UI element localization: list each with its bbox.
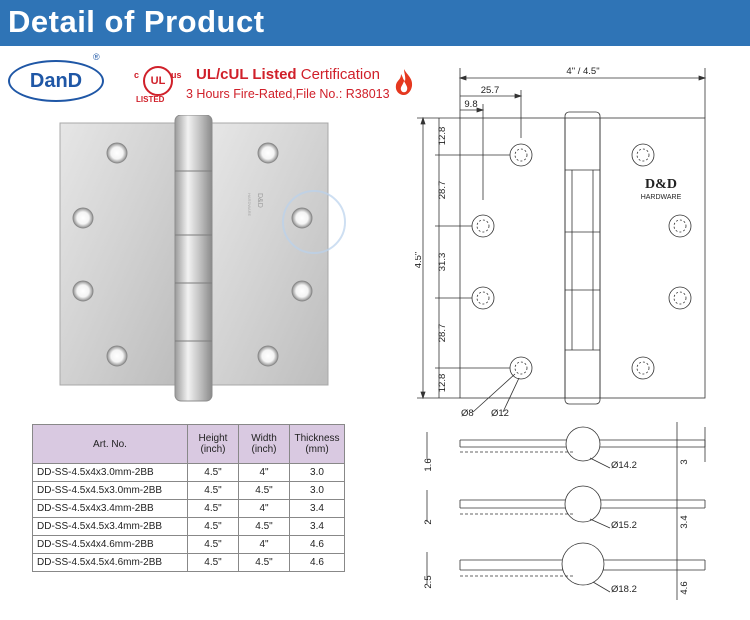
- cell-art-no: DD-SS-4.5x4.5x3.4mm-2BB: [32, 517, 188, 536]
- header-height-line2: (inch): [200, 444, 226, 455]
- table-header-row: Art. No. Height (inch) Width (inch) Thic…: [32, 424, 345, 464]
- brand-logo: DanD: [8, 60, 104, 102]
- cell-thickness: 4.6: [289, 553, 345, 572]
- page-title: Detail of Product: [8, 4, 265, 39]
- cell-thickness: 3.4: [289, 517, 345, 536]
- cell-art-no: DD-SS-4.5x4x4.6mm-2BB: [32, 535, 188, 554]
- technical-drawing: 4" / 4.5" 25.7 9.8 4.5" 12.8 28.7 31.3 2…: [415, 66, 707, 600]
- section-1-total: 3: [679, 459, 690, 464]
- fire-rating-text: 3 Hours Fire-Rated,File No.: R38013: [186, 87, 390, 101]
- header-width-line1: Width: [251, 433, 277, 444]
- cell-art-no: DD-SS-4.5x4x3.4mm-2BB: [32, 499, 188, 518]
- registered-mark: ®: [93, 52, 100, 62]
- cell-width: 4.5": [238, 481, 290, 500]
- flame-icon: [395, 69, 413, 95]
- cell-width: 4.5": [238, 517, 290, 536]
- table-row: DD-SS-4.5x4.5x4.6mm-2BB 4.5" 4.5" 4.6: [32, 553, 345, 572]
- hole-small-label: Ø8: [461, 408, 474, 419]
- section-2-thickness: 2: [423, 519, 434, 524]
- table-row: DD-SS-4.5x4.5x3.0mm-2BB 4.5" 4.5" 3.0: [32, 481, 345, 500]
- dim-31-3-label: 31.3: [437, 253, 448, 272]
- header-thickness-line1: Thickness: [294, 433, 340, 444]
- hole-large-label: Ø12: [491, 408, 509, 419]
- dim-28-7-a-label: 28.7: [437, 181, 448, 200]
- cell-thickness: 4.6: [289, 535, 345, 554]
- dim-28-7-b-label: 28.7: [437, 324, 448, 343]
- cell-art-no: DD-SS-4.5x4x3.0mm-2BB: [32, 463, 188, 482]
- header-width-line2: (inch): [251, 444, 277, 455]
- table-row: DD-SS-4.5x4.5x3.4mm-2BB 4.5" 4.5" 3.4: [32, 517, 345, 536]
- section-3-total: 4.6: [679, 581, 690, 594]
- table-row: DD-SS-4.5x4x3.4mm-2BB 4.5" 4" 3.4: [32, 499, 345, 518]
- ul-mark-c: c: [134, 70, 140, 80]
- header-thickness: Thickness (mm): [289, 424, 345, 464]
- cell-thickness: 3.0: [289, 463, 345, 482]
- certification-label: Certification: [300, 66, 380, 83]
- cell-height: 4.5": [187, 553, 239, 572]
- plate-sub-label: HARDWARE: [641, 194, 682, 201]
- brand-logo-text: DanD: [29, 69, 83, 92]
- header-art-no: Art. No.: [32, 424, 188, 464]
- dim-12-8-bottom-label: 12.8: [437, 374, 448, 393]
- specification-table: Art. No. Height (inch) Width (inch) Thic…: [32, 424, 345, 572]
- hinge-engraving-sub: HARDWARE: [247, 193, 252, 217]
- section-2-knuckle: Ø15.2: [611, 520, 637, 531]
- table-row: DD-SS-4.5x4x4.6mm-2BB 4.5" 4" 4.6: [32, 535, 345, 554]
- dim-width-label: 4" / 4.5": [566, 66, 599, 77]
- dim-12-8-top-label: 12.8: [437, 127, 448, 146]
- section-3-knuckle: Ø18.2: [611, 584, 637, 595]
- plate-brand-label: D&D: [645, 177, 677, 192]
- cell-width: 4": [238, 463, 290, 482]
- cell-height: 4.5": [187, 535, 239, 554]
- ul-mark-us: us: [171, 70, 182, 80]
- cell-height: 4.5": [187, 517, 239, 536]
- ul-mark-listed: LISTED: [136, 95, 165, 104]
- hinge-engraving-brand: D&D: [256, 193, 263, 208]
- cell-height: 4.5": [187, 499, 239, 518]
- dim-height-label: 4.5": [415, 252, 424, 269]
- section-3-thickness: 2.5: [423, 575, 434, 588]
- cell-height: 4.5": [187, 481, 239, 500]
- cell-width: 4": [238, 535, 290, 554]
- header-banner: Detail of Product: [0, 0, 750, 46]
- certification-line: UL/cUL Listed Certification: [196, 66, 380, 83]
- section-2-total: 3.4: [679, 515, 690, 528]
- header-thickness-line2: (mm): [305, 444, 329, 455]
- header-height: Height (inch): [187, 424, 239, 464]
- hinge-photo: D&D HARDWARE: [59, 115, 329, 402]
- header-width: Width (inch): [238, 424, 290, 464]
- dim-9-8-label: 9.8: [464, 99, 477, 110]
- cell-width: 4.5": [238, 553, 290, 572]
- cell-art-no: DD-SS-4.5x4.5x3.0mm-2BB: [32, 481, 188, 500]
- cell-art-no: DD-SS-4.5x4.5x4.6mm-2BB: [32, 553, 188, 572]
- section-1-knuckle: Ø14.2: [611, 460, 637, 471]
- cell-height: 4.5": [187, 463, 239, 482]
- header-height-line1: Height: [198, 433, 228, 444]
- cell-width: 4": [238, 499, 290, 518]
- listed-label: UL/cUL Listed: [196, 66, 297, 83]
- ul-listed-icon: UL: [143, 66, 173, 96]
- watermark-seal: [282, 190, 346, 254]
- table-row: DD-SS-4.5x4x3.0mm-2BB 4.5" 4" 3.0: [32, 463, 345, 482]
- section-1-thickness: 1.6: [423, 458, 434, 471]
- cell-thickness: 3.4: [289, 499, 345, 518]
- cell-thickness: 3.0: [289, 481, 345, 500]
- dim-25-7-label: 25.7: [481, 85, 500, 96]
